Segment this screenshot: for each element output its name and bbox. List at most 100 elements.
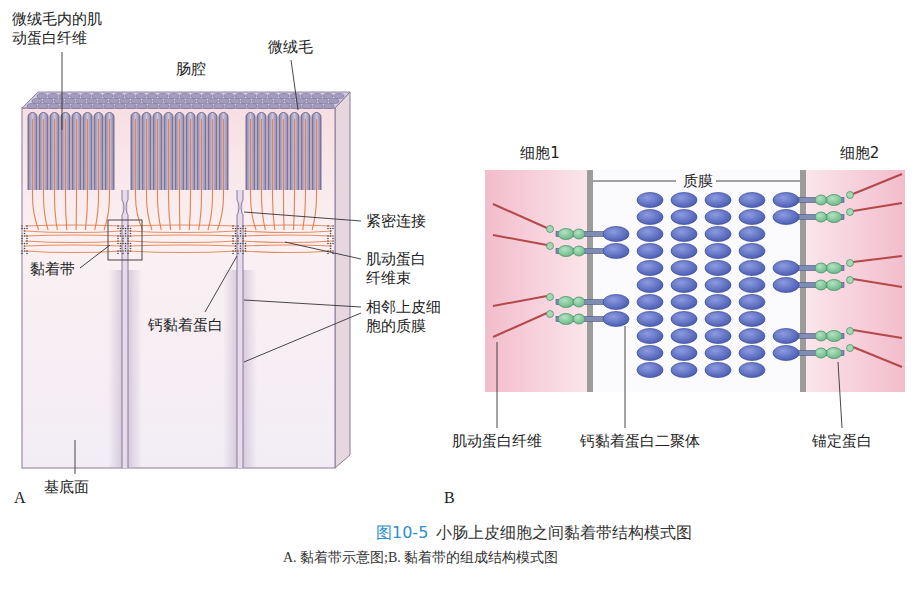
actin-filament	[76, 119, 78, 230]
cadherin-dot	[117, 243, 119, 245]
microvillus-tip	[307, 98, 317, 103]
actin-filament	[251, 119, 257, 230]
anchor-protein	[573, 246, 585, 256]
cadherin-dot	[242, 238, 244, 240]
cadherin-dot	[242, 243, 244, 245]
label-holder: 肌动蛋白纤维	[452, 432, 542, 451]
cadherin-dot	[21, 243, 23, 245]
actin-bundle	[25, 235, 122, 236]
cell-heading: 细胞2	[806, 143, 913, 163]
cadherin-dot	[327, 243, 329, 245]
microvillus-tip	[93, 103, 103, 108]
cadherin-dot	[127, 253, 129, 255]
leader-line	[244, 313, 361, 362]
cadherin-dot	[240, 233, 242, 235]
label-holder: 黏着带	[30, 260, 75, 279]
cadherin-dot	[24, 250, 26, 252]
cadherin-domain	[671, 261, 697, 276]
cadherin-dot	[24, 245, 26, 247]
cadherin-dot	[330, 230, 332, 232]
anchor-protein	[558, 314, 574, 325]
microvillus-tip	[137, 103, 147, 108]
cadherin-dot	[245, 228, 247, 230]
microvillus-tip	[38, 103, 48, 108]
cadherin-dot	[125, 230, 127, 232]
intercellular-space	[122, 190, 128, 468]
cadherin-domain	[671, 193, 697, 208]
cadherin-domain	[739, 329, 765, 344]
anchor-protein	[847, 260, 854, 267]
leader-line	[593, 181, 676, 182]
cadherin-domain	[671, 210, 697, 225]
microvillus-tip	[213, 93, 223, 98]
actin-bundle	[25, 245, 122, 246]
cadherin-dot	[245, 250, 247, 252]
actin-filament	[95, 119, 99, 230]
anchor-protein	[547, 311, 554, 318]
anchor-protein	[815, 263, 827, 273]
microvillus-tip	[169, 93, 179, 98]
cadherin-domain	[637, 295, 663, 310]
cadherin-dot	[21, 235, 23, 237]
anchor-protein	[547, 243, 554, 250]
actin-filament	[853, 330, 902, 338]
label-holder: 钙黏着蛋白	[148, 316, 223, 335]
microvillus-tip	[318, 98, 328, 103]
cadherin-dot	[21, 253, 23, 255]
cadherin-dot	[127, 235, 129, 237]
leader-lines	[62, 52, 842, 474]
cadherin-dot	[240, 248, 242, 250]
actin-filament	[136, 119, 143, 230]
microvillus-tip	[224, 93, 234, 98]
cadherin-dot	[26, 235, 28, 237]
cadherin-dot	[237, 235, 239, 237]
leader-line	[244, 212, 361, 221]
side-face	[335, 92, 350, 468]
microvillus-tip	[235, 93, 245, 98]
cadherin-dot	[130, 230, 132, 232]
cadherin-dot	[26, 250, 28, 252]
anchor-protein	[815, 280, 827, 290]
cadherin-dot	[242, 225, 244, 227]
anchor-protein	[815, 331, 827, 341]
plasma-membrane	[800, 170, 806, 392]
cadherin-dot	[122, 240, 124, 242]
actin-filament	[283, 119, 285, 230]
actin-bundle	[25, 231, 122, 233]
microvillus-tip	[257, 93, 267, 98]
cadherin-dot	[327, 253, 329, 255]
cadherin-dot	[240, 243, 242, 245]
actin-filament	[303, 119, 306, 230]
cadherin-dot	[237, 225, 239, 227]
cadherin-dot	[327, 238, 329, 240]
intercellular-space	[237, 190, 243, 468]
microvillus-tip	[104, 103, 114, 108]
cadherin-domain	[739, 278, 765, 293]
microvillus-tip	[70, 93, 80, 98]
microvillus-tip	[274, 98, 284, 103]
cadherin-domain	[773, 261, 799, 276]
microvillus-tip	[142, 98, 152, 103]
callout-label: 黏着带	[30, 260, 75, 279]
microvillus-tip	[197, 98, 207, 103]
cadherin-domain	[773, 278, 799, 293]
anchor-protein	[573, 314, 585, 324]
microvillus-tip	[49, 103, 59, 108]
cadherin-dot	[237, 238, 239, 240]
microvillus-tip	[323, 93, 333, 98]
label-holder: A. 黏着带示意图;B. 黏着带的组成结构模式图	[283, 548, 558, 567]
cadherin-dot	[237, 253, 239, 255]
cadherin-dot	[237, 228, 239, 230]
anchor-protein	[815, 348, 827, 358]
cadherin-dot	[242, 240, 244, 242]
cadherin-dot	[332, 225, 334, 227]
microvillus-tip	[202, 93, 212, 98]
callout-label: 微绒毛内的肌动蛋白纤维	[12, 10, 104, 48]
microvillus-tip	[334, 93, 344, 98]
cadherin-dot	[21, 250, 23, 252]
actin-bundle	[25, 225, 122, 226]
cadherin-dot	[232, 235, 234, 237]
label-holder: 图10-5	[376, 523, 428, 542]
microvillus-tip	[208, 98, 218, 103]
microvillus-tip	[164, 98, 174, 103]
